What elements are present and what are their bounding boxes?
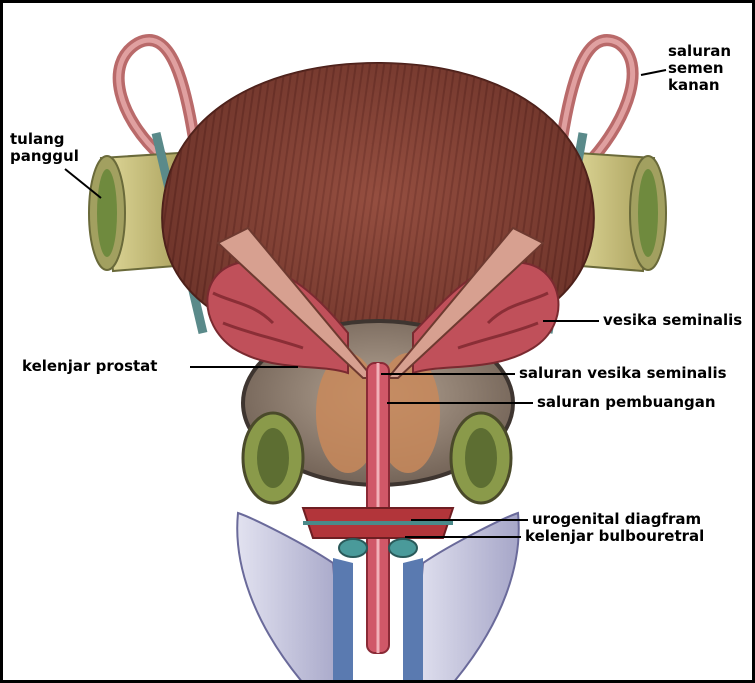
label-ejaculatory-duct: saluran pembuangan [537,394,716,411]
leader-seminal-duct [641,70,666,75]
label-seminal-duct-right: saluran semen kanan [668,43,731,94]
label-line: tulang [10,131,79,148]
label-line: panggul [10,148,79,165]
anatomy-illustration [3,3,752,680]
label-line: kanan [668,77,731,94]
label-line: saluran [668,43,731,60]
label-vesicle-duct: saluran vesika seminalis [519,365,727,382]
label-line: semen [668,60,731,77]
label-bulbourethral-gland: kelenjar bulbouretral [525,528,704,545]
label-prostate: kelenjar prostat [22,358,157,375]
label-urogenital-diaphragm: urogenital diagfram [532,511,701,528]
label-hip-bone: tulang panggul [10,131,79,165]
label-seminal-vesicle: vesika seminalis [603,312,742,329]
